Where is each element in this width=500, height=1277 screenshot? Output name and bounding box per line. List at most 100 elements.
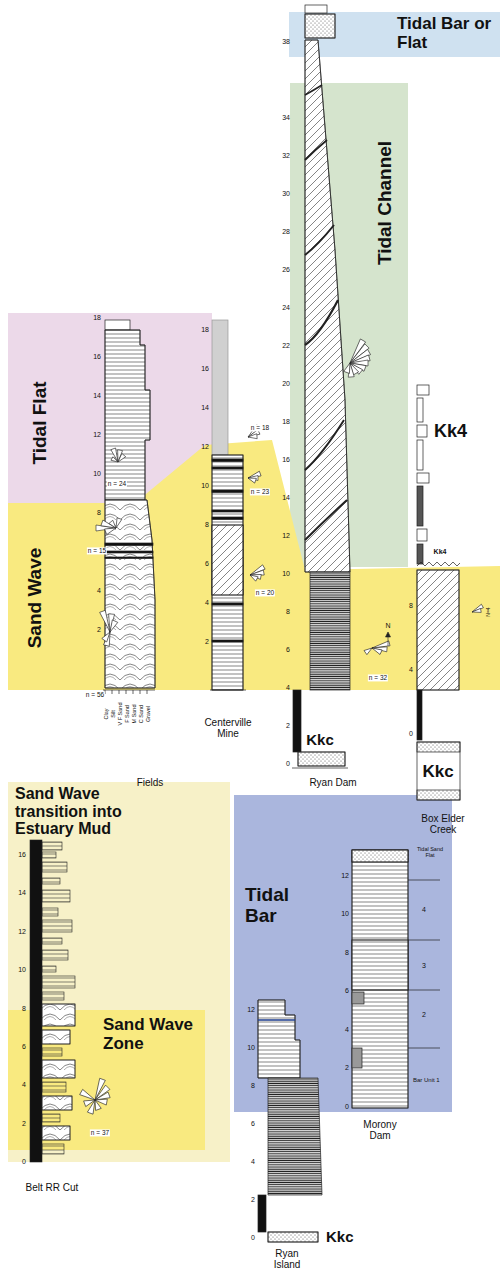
- scale-number: 16: [201, 365, 209, 373]
- formation-label: Kkc: [326, 1229, 354, 1246]
- formation-label: Kk4: [434, 422, 467, 442]
- scale-number: 6: [345, 987, 349, 995]
- unit-label: Bar Unit 1: [413, 1077, 440, 1084]
- scale-number: 28: [282, 228, 290, 236]
- scale-number: 10: [282, 570, 290, 578]
- box-elder-column: [417, 385, 460, 800]
- facies-band: Sand Wave transition into Estuary MudSan…: [8, 782, 230, 1162]
- band-shape: [290, 83, 408, 567]
- scale-number: 4: [345, 1026, 349, 1034]
- scale-number: 12: [341, 872, 349, 880]
- band-shape: [234, 795, 452, 1112]
- band-fill: [8, 440, 500, 690]
- scale-number: 8: [22, 1005, 26, 1013]
- grain-size-label: V F Sand: [117, 703, 123, 726]
- scale-number: 6: [286, 646, 290, 654]
- unit-label: 2: [422, 1011, 426, 1019]
- formation-label: Kkc: [306, 732, 334, 749]
- facies-name: Sand Wave transition into Estuary Mud: [15, 785, 170, 838]
- scale-number: 8: [97, 509, 101, 517]
- formation-label: Kk4: [434, 548, 447, 556]
- unit-label: 3: [422, 962, 426, 970]
- scale-number: 18: [282, 418, 290, 426]
- sample-count: n = 20: [255, 589, 275, 596]
- scale-number: 12: [282, 532, 290, 540]
- scale-number: 8: [205, 521, 209, 529]
- scale-number: 12: [93, 431, 101, 439]
- band-shape: [289, 12, 500, 57]
- scale-number: 2: [22, 1120, 26, 1128]
- scale-number: 22: [282, 342, 290, 350]
- formation-label: Kkc: [421, 763, 454, 782]
- scale-number: 4: [22, 1081, 26, 1089]
- scale-number: 4: [205, 599, 209, 607]
- facies-name: Tidal Channel: [375, 141, 396, 265]
- sample-count: n = 18: [250, 424, 270, 431]
- grain-size-label: Clay: [103, 708, 109, 719]
- scale-number: 2: [286, 722, 290, 730]
- scale-number: 18: [93, 314, 101, 322]
- scale-number: 10: [93, 470, 101, 478]
- facies-band: Tidal Bar or Flat: [289, 12, 500, 57]
- sample-count: n = 32: [368, 674, 388, 681]
- scale-number: 0: [286, 760, 290, 768]
- band-fill: [8, 782, 230, 1162]
- scale-number: 4: [97, 587, 101, 595]
- facies-band: Tidal Flat: [8, 313, 212, 503]
- facies-band: Tidal Bar: [234, 795, 452, 1112]
- scale-number: 4: [286, 684, 290, 692]
- facies-name: Tidal Bar or Flat: [397, 15, 497, 52]
- column-name: Box Elder Creek: [415, 813, 471, 835]
- scale-number: 10: [201, 482, 209, 490]
- scale-number: 8: [286, 608, 290, 616]
- unit-label: Tidal Sand Flat: [413, 846, 447, 858]
- scale-number: 2: [251, 1196, 255, 1204]
- scale-number: 16: [18, 851, 26, 859]
- scale-number: 10: [247, 1044, 255, 1052]
- scale-number: 14: [201, 404, 209, 412]
- sample-count: n = 56: [85, 691, 105, 698]
- scale-number: 12: [247, 1006, 255, 1014]
- scale-number: 24: [282, 304, 290, 312]
- scale-number: 14: [18, 889, 26, 897]
- column-name: Ryan Dam: [309, 777, 356, 788]
- scale-number: 8: [251, 1082, 255, 1090]
- facies-zone: Sand Wave: [8, 440, 500, 690]
- band-shape: [8, 440, 500, 690]
- scale-number: 34: [282, 114, 290, 122]
- sample-count: n = 37: [90, 1129, 110, 1136]
- unit-label: 4: [422, 906, 426, 914]
- scale-number: 6: [205, 560, 209, 568]
- scale-number: 6: [251, 1120, 255, 1128]
- scale-number: 4: [251, 1158, 255, 1166]
- scale-number: 6: [22, 1043, 26, 1051]
- scale-number: 10: [341, 910, 349, 918]
- band-shape: [8, 782, 230, 1162]
- column-name: Ryan Island: [262, 1248, 312, 1270]
- scale-number: 12: [18, 928, 26, 936]
- column-name: Belt RR Cut: [26, 1182, 79, 1193]
- scale-number: 38: [282, 38, 290, 46]
- scale-number: 8: [345, 949, 349, 957]
- scale-number: 2: [97, 626, 101, 634]
- grain-size-label: Gravel: [145, 706, 151, 722]
- north-arrow-label: N=4: [486, 607, 492, 616]
- sample-count: n = 15: [87, 547, 107, 554]
- scale-number: 0: [409, 730, 413, 738]
- scale-number: 2: [205, 638, 209, 646]
- grain-size-label: Silt: [110, 710, 116, 718]
- grain-size-label: C Sand: [138, 705, 144, 723]
- scale-number: 0: [345, 1103, 349, 1111]
- scale-number: 30: [282, 190, 290, 198]
- scale-number: 8: [409, 602, 413, 610]
- scale-number: 16: [93, 353, 101, 361]
- centerville-column: [210, 320, 246, 690]
- north-arrow-label: N: [385, 622, 390, 630]
- scale-number: 14: [282, 494, 290, 502]
- scale-number: 0: [22, 1158, 26, 1166]
- scale-number: 20: [282, 380, 290, 388]
- scale-number: 12: [201, 443, 209, 451]
- band-fill: [234, 795, 452, 1112]
